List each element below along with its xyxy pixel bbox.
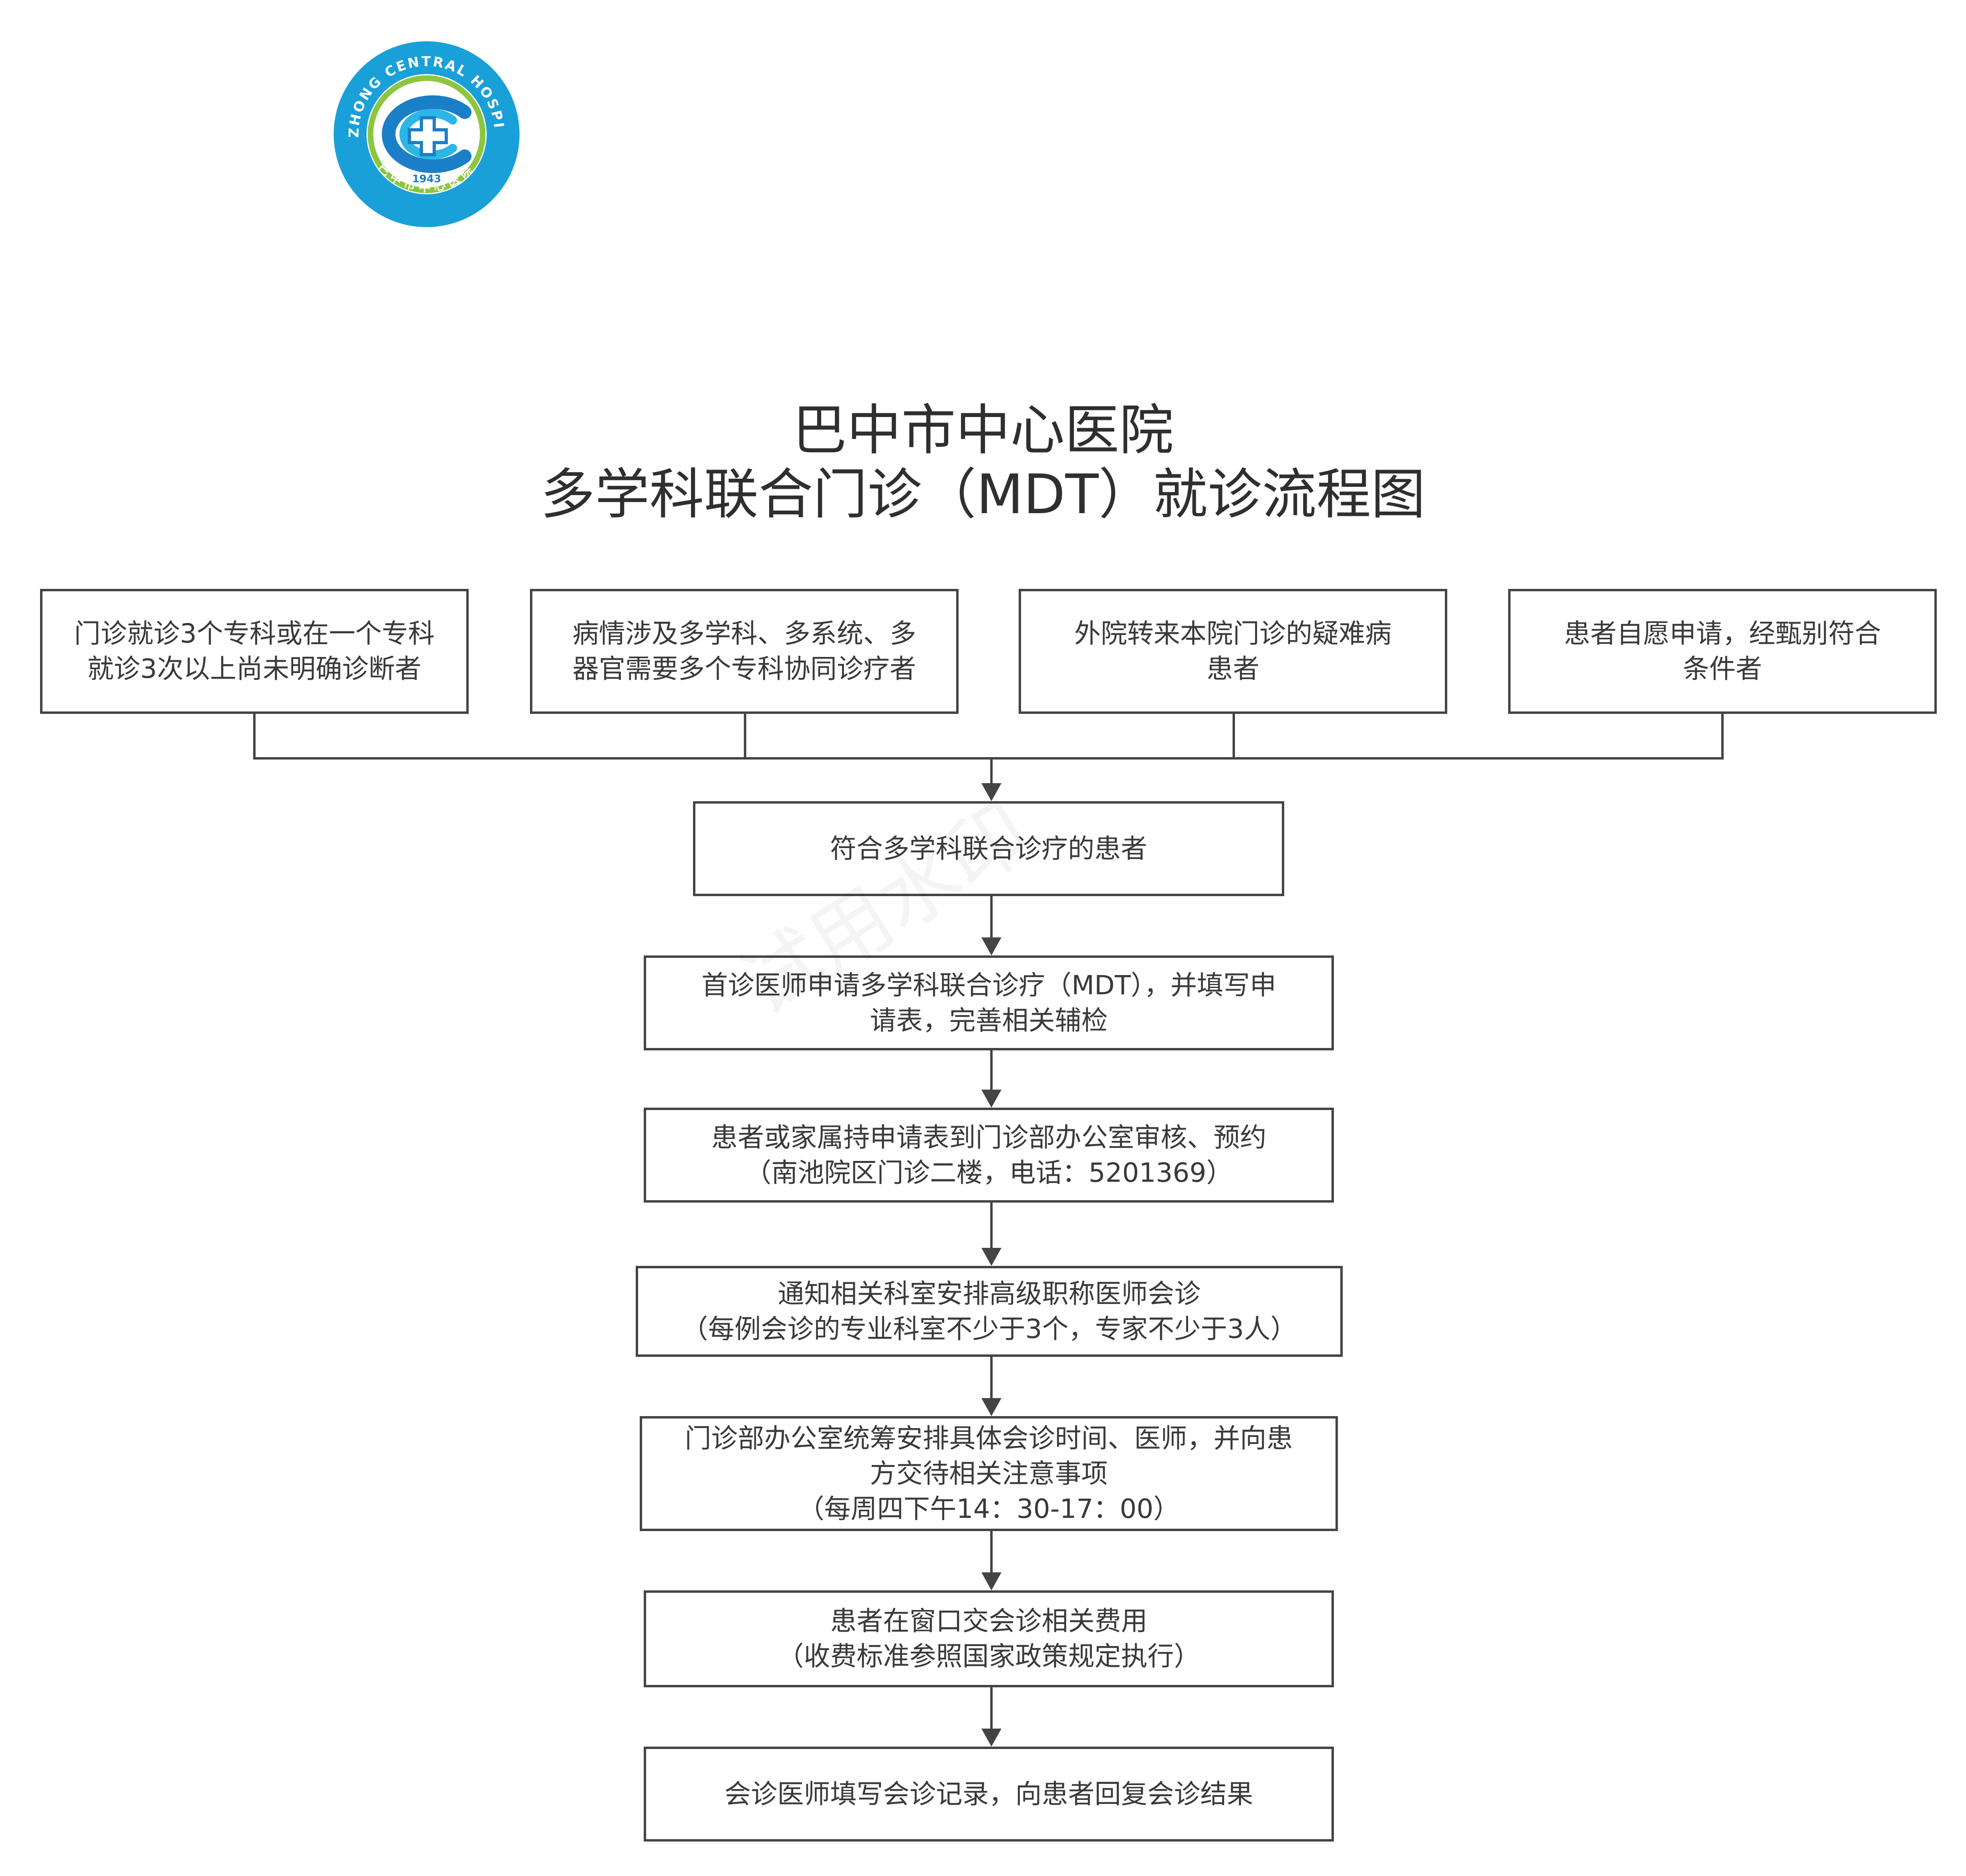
criteria-box-2: 病情涉及多学科、多系统、多 器官需要多个专科协同诊疗者: [530, 589, 959, 714]
page-title-line2: 多学科联合门诊（MDT）就诊流程图: [540, 463, 1426, 526]
arrowhead-step-2: [981, 937, 1001, 955]
criteria-4-line-1: 患者自愿申请，经甄别符合: [1564, 618, 1881, 649]
step-6-line-1: 患者在窗口交会诊相关费用: [830, 1606, 1148, 1636]
criteria-1-line-2: 就诊3次以上尚未明确诊断者: [87, 653, 421, 684]
criteria-box-1: 门诊就诊3个专科或在一个专科 就诊3次以上尚未明确诊断者: [40, 589, 469, 714]
arrowhead-step-3: [981, 1090, 1001, 1108]
step-box-4: 通知相关科室安排高级职称医师会诊 （每例会诊的专业科室不少于3个，专家不少于3人…: [636, 1266, 1343, 1357]
page-title-line1: 巴中市中心医院: [792, 399, 1174, 462]
step-box-5: 门诊部办公室统筹安排具体会诊时间、医师，并向患 方交待相关注意事项 （每周四下午…: [640, 1416, 1338, 1531]
arrowhead-step-7: [981, 1729, 1001, 1747]
step-2-line-2: 请表，完善相关辅检: [870, 1005, 1108, 1036]
step-box-1: 符合多学科联合诊疗的患者: [693, 801, 1284, 896]
criteria-1-line-1: 门诊就诊3个专科或在一个专科: [74, 618, 435, 649]
step-5-line-1: 门诊部办公室统筹安排具体会诊时间、医师，并向患: [685, 1423, 1293, 1454]
criteria-2-line-1: 病情涉及多学科、多系统、多: [572, 618, 916, 649]
step-2-line-1: 首诊医师申请多学科联合诊疗（MDT），并填写申: [701, 969, 1277, 1001]
criteria-4-line-2: 条件者: [1683, 653, 1762, 684]
step-7-line-1: 会诊医师填写会诊记录，向患者回复会诊结果: [724, 1778, 1253, 1810]
criteria-3-line-2: 患者: [1207, 653, 1259, 684]
step-4-line-1: 通知相关科室安排高级职称医师会诊: [778, 1278, 1201, 1309]
step-4-line-2: （每例会诊的专业科室不少于3个，专家不少于3人）: [681, 1313, 1297, 1344]
criteria-box-4: 患者自愿申请，经甄别符合 条件者: [1508, 589, 1937, 714]
criteria-2-line-2: 器官需要多个专科协同诊疗者: [572, 653, 916, 684]
arrowhead-step-4: [981, 1248, 1001, 1266]
step-5-line-3: （每周四下午14：30-17：00）: [798, 1493, 1180, 1524]
step-box-7: 会诊医师填写会诊记录，向患者回复会诊结果: [644, 1747, 1334, 1842]
arrowhead-step-1: [981, 783, 1001, 801]
criteria-3-line-1: 外院转来本院门诊的疑难病: [1074, 618, 1392, 649]
step-box-6: 患者在窗口交会诊相关费用 （收费标准参照国家政策规定执行）: [644, 1590, 1334, 1687]
step-3-line-1: 患者或家属持申请表到门诊部办公室审核、预约: [711, 1122, 1267, 1153]
step-5-line-2: 方交待相关注意事项: [870, 1458, 1108, 1489]
step-3-line-2: （南池院区门诊二楼，电话：5201369）: [745, 1157, 1233, 1188]
step-box-3: 患者或家属持申请表到门诊部办公室审核、预约 （南池院区门诊二楼，电话：52013…: [644, 1108, 1334, 1203]
arrowhead-step-6: [981, 1572, 1001, 1590]
hospital-logo: BAZHONG CENTRAL HOSPITAL 巴中市中心医院 1943: [332, 40, 520, 227]
step-1-line-1: 符合多学科联合诊疗的患者: [830, 833, 1147, 864]
arrowhead-step-5: [981, 1398, 1001, 1416]
logo-year: 1943: [412, 173, 441, 185]
step-box-2: 首诊医师申请多学科联合诊疗（MDT），并填写申 请表，完善相关辅检: [644, 955, 1334, 1050]
criteria-box-3: 外院转来本院门诊的疑难病 患者: [1019, 589, 1447, 714]
step-6-line-2: （收费标准参照国家政策规定执行）: [777, 1641, 1201, 1672]
